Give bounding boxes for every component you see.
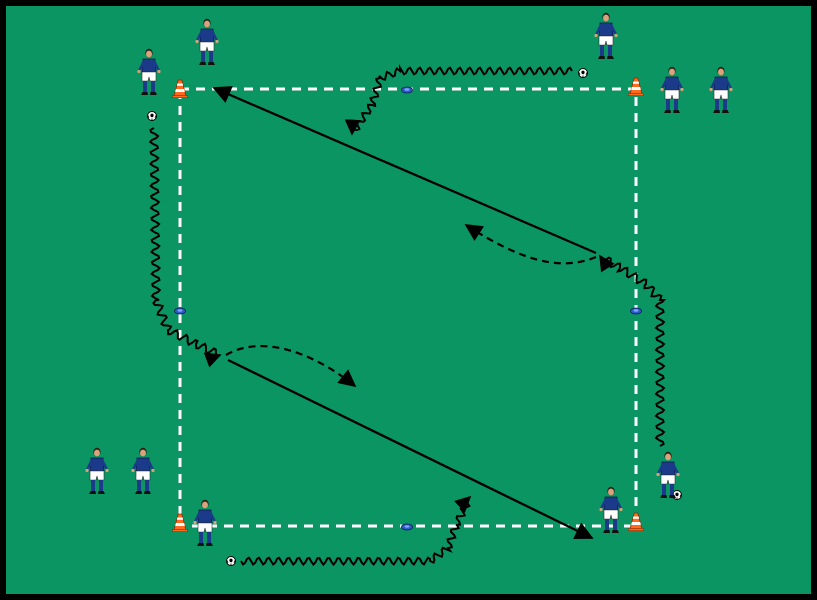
marker-left — [174, 307, 186, 315]
dribble-arrow-bottom — [240, 495, 472, 567]
run-arrow-bottom — [225, 344, 357, 388]
pass-arrow-diagonal-bottom — [227, 358, 594, 540]
ball-top-right — [578, 68, 588, 78]
marker-bottom — [401, 523, 413, 531]
ball-bottom-left — [226, 556, 236, 566]
marker-right — [630, 307, 642, 315]
ball-top-left — [147, 111, 157, 121]
run-arrow-top — [464, 224, 597, 265]
dribble-arrow-right — [599, 254, 667, 447]
dribble-arrow-left — [148, 127, 222, 368]
marker-top — [401, 86, 413, 94]
pass-arrow-diagonal-top — [212, 86, 597, 255]
dribble-arrow-top — [344, 64, 573, 136]
